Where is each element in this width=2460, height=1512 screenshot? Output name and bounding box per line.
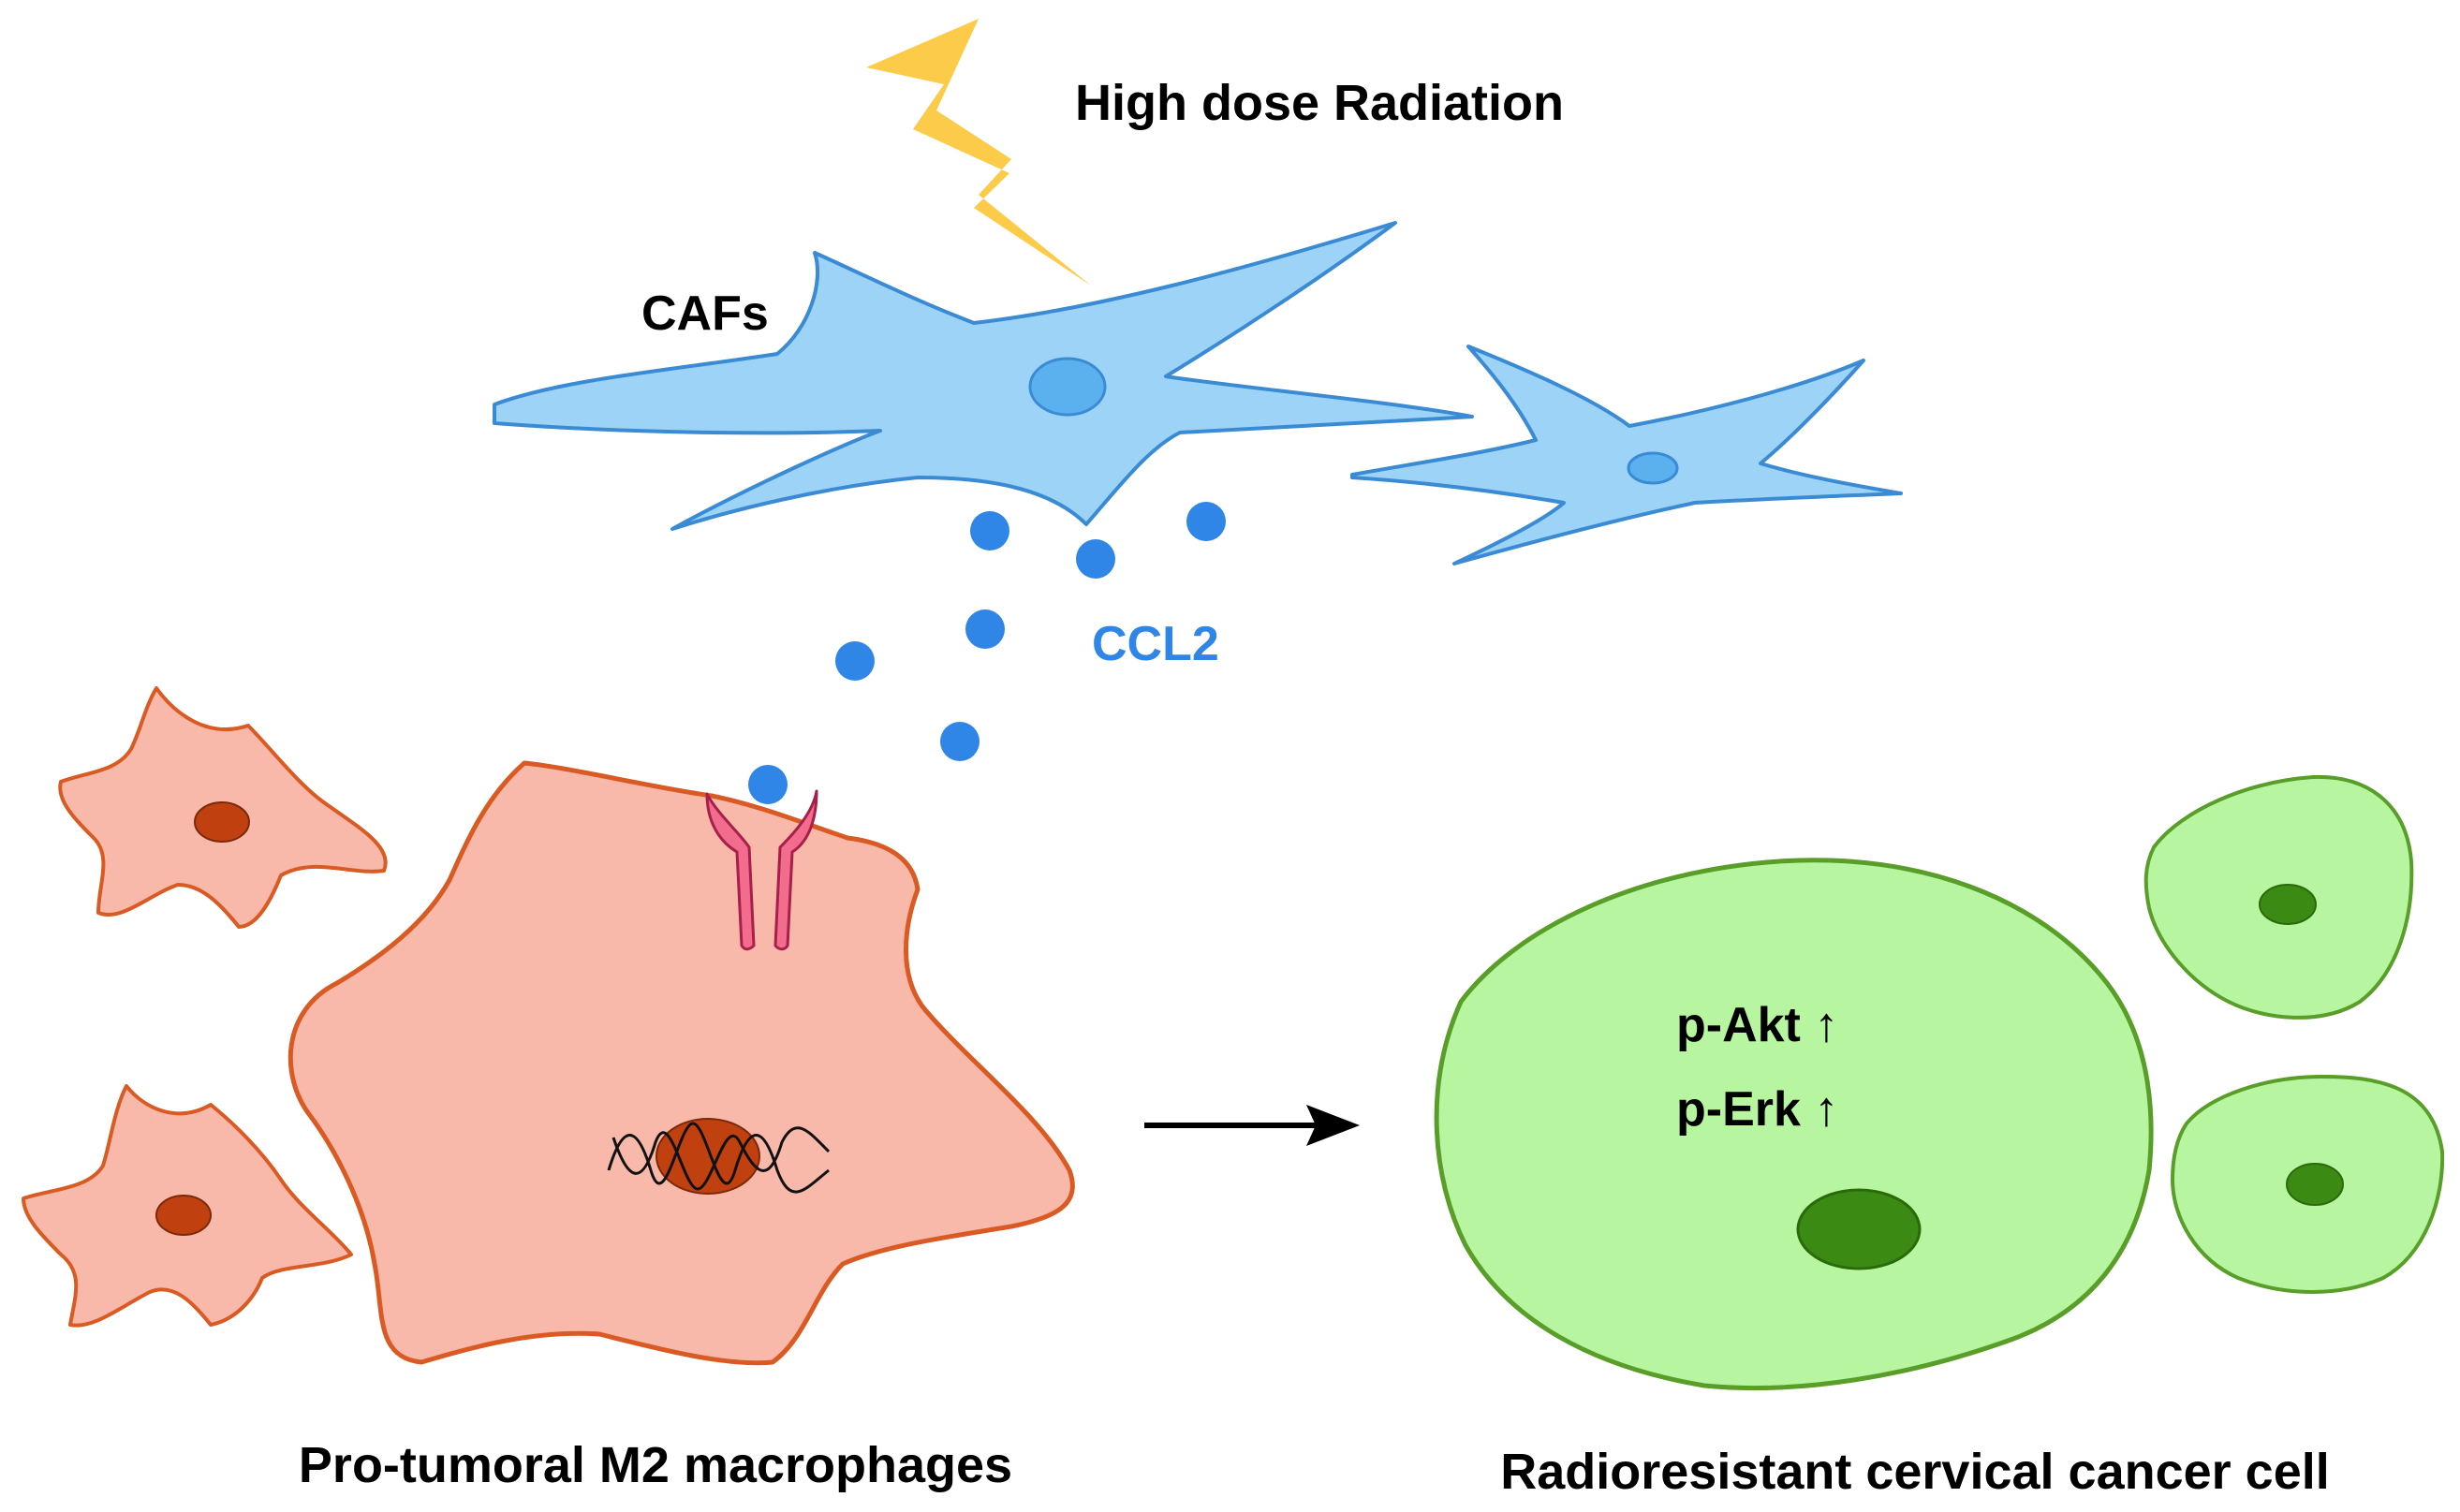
macrophage-nucleus-large — [656, 1118, 760, 1195]
caf-nucleus-large — [1028, 357, 1107, 417]
radiation-label: High dose Radiation — [1075, 75, 1564, 131]
p-erk-label: p-Erk ↑ — [1676, 1082, 1838, 1137]
ccl2-molecules — [748, 502, 1226, 804]
ccl2-receptor — [705, 789, 818, 951]
ccl2-dot — [1076, 539, 1115, 579]
caf-cell-large — [493, 221, 1474, 531]
dna-helix-icon — [607, 1122, 831, 1194]
cancer-nucleus-small-top — [2259, 884, 2317, 925]
macrophage-nucleus-small-top — [194, 801, 250, 843]
caf-nucleus-small — [1627, 451, 1679, 485]
ccl2-dot — [970, 511, 1009, 550]
cafs-label: CAFs — [641, 286, 769, 341]
macrophage-nucleus-small-bottom — [155, 1195, 212, 1236]
p-akt-label: p-Akt ↑ — [1676, 998, 1838, 1052]
macrophages-label: Pro-tumoral M2 macrophages — [299, 1437, 1012, 1493]
cancer-nucleus-small-bottom — [2286, 1163, 2344, 1206]
ccl2-dot — [835, 641, 875, 681]
ccl2-label: CCL2 — [1092, 617, 1219, 671]
cancer-cell-large — [1434, 858, 2154, 1391]
cancer-cell-label: Radioresistant cervical cancer cell — [1500, 1444, 2330, 1500]
ccl2-dot — [1186, 502, 1226, 541]
ccl2-dot — [965, 609, 1005, 649]
ccl2-dot — [748, 765, 788, 804]
cancer-nucleus-large — [1796, 1188, 1922, 1270]
caf-cell-small — [1350, 345, 1903, 565]
arrow-right-icon — [1144, 1105, 1360, 1146]
lightning-bolt-icon — [866, 19, 1091, 286]
ccl2-dot — [940, 722, 980, 761]
macrophage-large — [287, 760, 1075, 1366]
